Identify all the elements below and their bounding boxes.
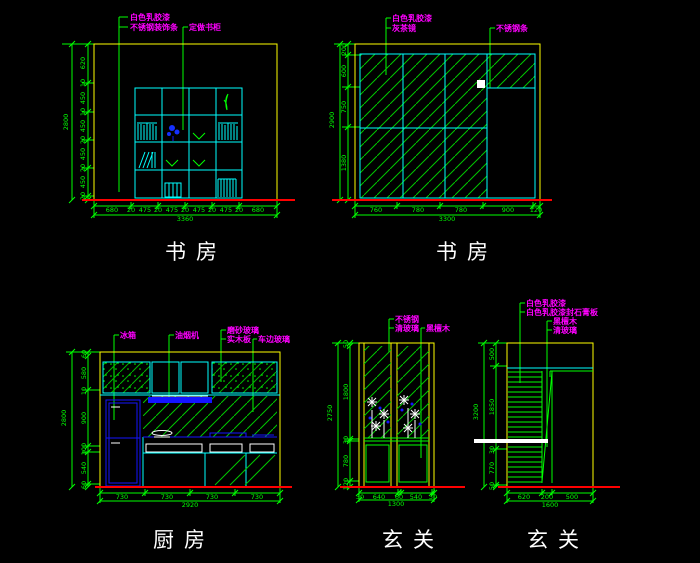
dim: 760 bbox=[369, 206, 383, 214]
glass-panel bbox=[364, 346, 391, 438]
annotation: 清玻璃 bbox=[553, 326, 577, 335]
blue-flower bbox=[167, 125, 180, 141]
dim: 200 bbox=[540, 493, 554, 501]
dim: 1850 bbox=[488, 398, 496, 416]
dim: 500 bbox=[565, 493, 579, 501]
dim-overall: 2750 bbox=[326, 404, 334, 422]
dim: 640 bbox=[372, 493, 386, 501]
study-left-elevation-linework bbox=[62, 16, 295, 219]
dim: 30 bbox=[428, 493, 438, 501]
glass-panel bbox=[397, 346, 429, 438]
dim: 730 bbox=[115, 493, 129, 501]
frosted-glass-cabinet bbox=[103, 362, 150, 393]
dim-overall: 2800 bbox=[62, 113, 70, 131]
annotation: 冰箱 bbox=[120, 331, 136, 340]
annotation: 不锈钢 bbox=[395, 315, 419, 324]
dim: 60 bbox=[394, 493, 404, 501]
dim: 900 bbox=[80, 411, 88, 425]
dim: 730 bbox=[250, 493, 264, 501]
annotation: 白色乳胶漆封石膏板 bbox=[526, 308, 598, 317]
dim: 600 bbox=[340, 64, 348, 78]
dim: 620 bbox=[517, 493, 531, 501]
room-title: 厨房 bbox=[153, 528, 215, 552]
annotation: 白色乳胶漆 bbox=[526, 299, 566, 308]
dim: 1800 bbox=[342, 383, 350, 401]
plant-sketch bbox=[367, 395, 420, 438]
range-hood bbox=[148, 397, 212, 403]
dim: 20 bbox=[180, 206, 190, 214]
annotation: 车边玻璃 bbox=[258, 335, 290, 344]
dim: 20 bbox=[126, 206, 136, 214]
dim: 730 bbox=[160, 493, 174, 501]
dim-overall: 3300 bbox=[438, 215, 456, 223]
dim: 20 bbox=[234, 206, 244, 214]
dim: 60 bbox=[80, 480, 88, 490]
kitchen-elevation-linework bbox=[66, 329, 292, 505]
annotation: 灰茶镜 bbox=[392, 24, 416, 33]
annotation: 定做书柜 bbox=[189, 23, 221, 32]
dim-overall: 2920 bbox=[181, 501, 199, 509]
annotation: 实木板 bbox=[227, 335, 251, 344]
annotation: 白色乳胶漆 bbox=[392, 14, 432, 23]
dim: 20 bbox=[207, 206, 217, 214]
annotation: 油烟机 bbox=[175, 331, 199, 340]
entry-right-elevation-linework bbox=[474, 302, 620, 505]
annotation: 清玻璃 bbox=[395, 324, 419, 333]
dim: 50 bbox=[488, 481, 496, 491]
dim: 780 bbox=[411, 206, 425, 214]
dim: 500 bbox=[488, 347, 496, 361]
dim-overall: 2800 bbox=[60, 409, 68, 427]
room-title: 书房 bbox=[165, 240, 227, 264]
bookshelf bbox=[134, 87, 243, 199]
dim-overall: 1300 bbox=[387, 500, 405, 508]
dim: 120 bbox=[342, 477, 350, 491]
room-title: 书房 bbox=[436, 240, 498, 264]
dim: 475 bbox=[192, 206, 206, 214]
dim-overall: 1600 bbox=[541, 501, 559, 509]
plant-berries bbox=[368, 402, 422, 426]
dim: 120 bbox=[529, 206, 543, 214]
dim: 30 bbox=[355, 493, 365, 501]
dim: 780 bbox=[454, 206, 468, 214]
dim: 900 bbox=[501, 206, 515, 214]
room-title: 玄关 bbox=[527, 528, 589, 552]
louver-slats bbox=[508, 371, 542, 483]
steel-clamp-detail bbox=[477, 80, 485, 88]
dim-overall: 3200 bbox=[472, 403, 480, 421]
dim-overall: 2900 bbox=[328, 111, 336, 129]
annotation: 黑檀木 bbox=[553, 317, 577, 326]
dim: 20 bbox=[79, 191, 87, 201]
annotation: 白色乳胶漆 bbox=[130, 13, 170, 22]
dim: 475 bbox=[165, 206, 179, 214]
dim: 20 bbox=[153, 206, 163, 214]
cooking-pot bbox=[151, 430, 173, 436]
handrail-bar bbox=[474, 439, 548, 443]
annotation: 不锈钢条 bbox=[496, 24, 528, 33]
drawer-fronts bbox=[145, 443, 275, 453]
frosted-glass-cabinet bbox=[212, 362, 277, 393]
mirror-glass-panel bbox=[360, 54, 487, 198]
dim: 50 bbox=[342, 339, 350, 349]
dim: 1380 bbox=[340, 154, 348, 172]
dim: 680 bbox=[105, 206, 119, 214]
dim: 730 bbox=[205, 493, 219, 501]
annotation: 磨砂玻璃 bbox=[227, 326, 259, 335]
dim: 475 bbox=[138, 206, 152, 214]
dim-overall: 3360 bbox=[176, 215, 194, 223]
dim: 475 bbox=[219, 206, 233, 214]
study-right-elevation-linework bbox=[332, 17, 552, 219]
dim: 750 bbox=[340, 100, 348, 114]
annotation: 不锈钢装饰条 bbox=[130, 23, 178, 32]
dim: 680 bbox=[251, 206, 265, 214]
entry-middle-elevation-linework bbox=[332, 318, 465, 504]
annotation: 黑檀木 bbox=[426, 324, 450, 333]
dim: 540 bbox=[409, 493, 423, 501]
room-title: 玄关 bbox=[382, 528, 444, 552]
